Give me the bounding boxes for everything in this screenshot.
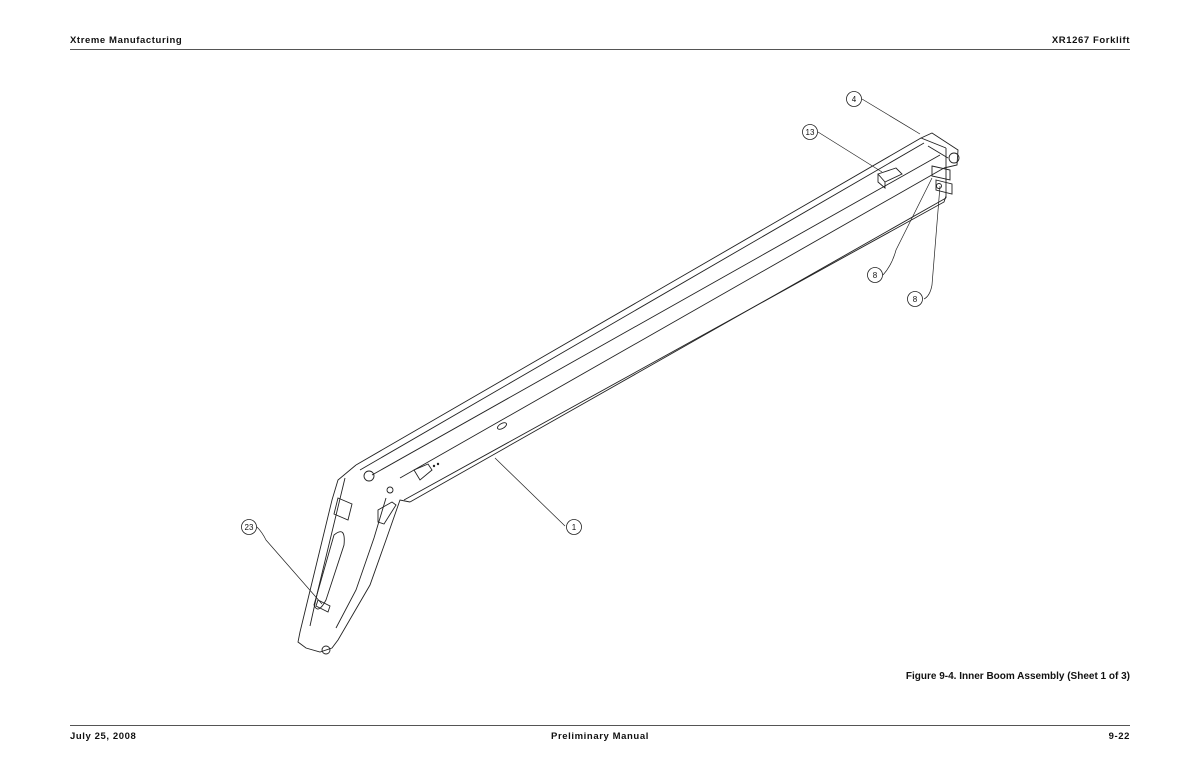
boom-dots: [432, 462, 440, 468]
svg-text:1: 1: [572, 523, 577, 532]
footer-date: July 25, 2008: [70, 731, 137, 742]
callout-8-upper: 8: [867, 267, 883, 283]
callout-1: 1: [566, 519, 582, 535]
footer-title: Preliminary Manual: [551, 731, 649, 742]
svg-text:8: 8: [913, 295, 918, 304]
header-rule: [70, 49, 1130, 50]
svg-text:4: 4: [852, 95, 857, 104]
callout-13: 13: [802, 124, 818, 140]
footer-rule: [70, 725, 1130, 726]
page-number: 9-22: [1108, 731, 1130, 742]
callout-8-lower: 8: [907, 291, 923, 307]
figure-caption: Figure 9-4. Inner Boom Assembly (Sheet 1…: [905, 671, 1130, 682]
svg-text:23: 23: [245, 523, 254, 532]
header-company: Xtreme Manufacturing: [70, 35, 183, 46]
svg-text:8: 8: [873, 271, 878, 280]
leader-lines: [256, 98, 941, 605]
header-product: XR1267 Forklift: [1051, 35, 1130, 46]
svg-text:13: 13: [806, 128, 815, 137]
boom-body: [297, 132, 960, 655]
callout-4: 4: [846, 91, 862, 107]
callout-23: 23: [241, 519, 257, 535]
